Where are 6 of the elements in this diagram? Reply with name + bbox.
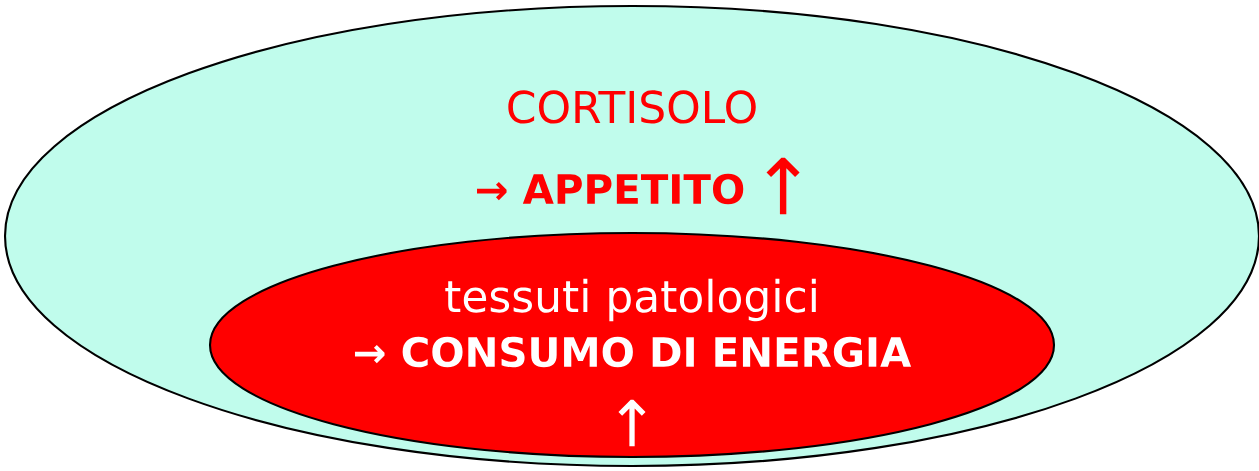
heading-text: tessuti patologici (445, 278, 816, 322)
up-arrow-symbol: ↑ (618, 399, 646, 447)
heading-text: CORTISOLO (508, 90, 756, 124)
statement-text: → CONSUMO DI ENERGIA (355, 336, 912, 368)
statement-text: → APPETITO (477, 173, 744, 205)
up-arrow-symbol: ↑ (766, 157, 800, 215)
